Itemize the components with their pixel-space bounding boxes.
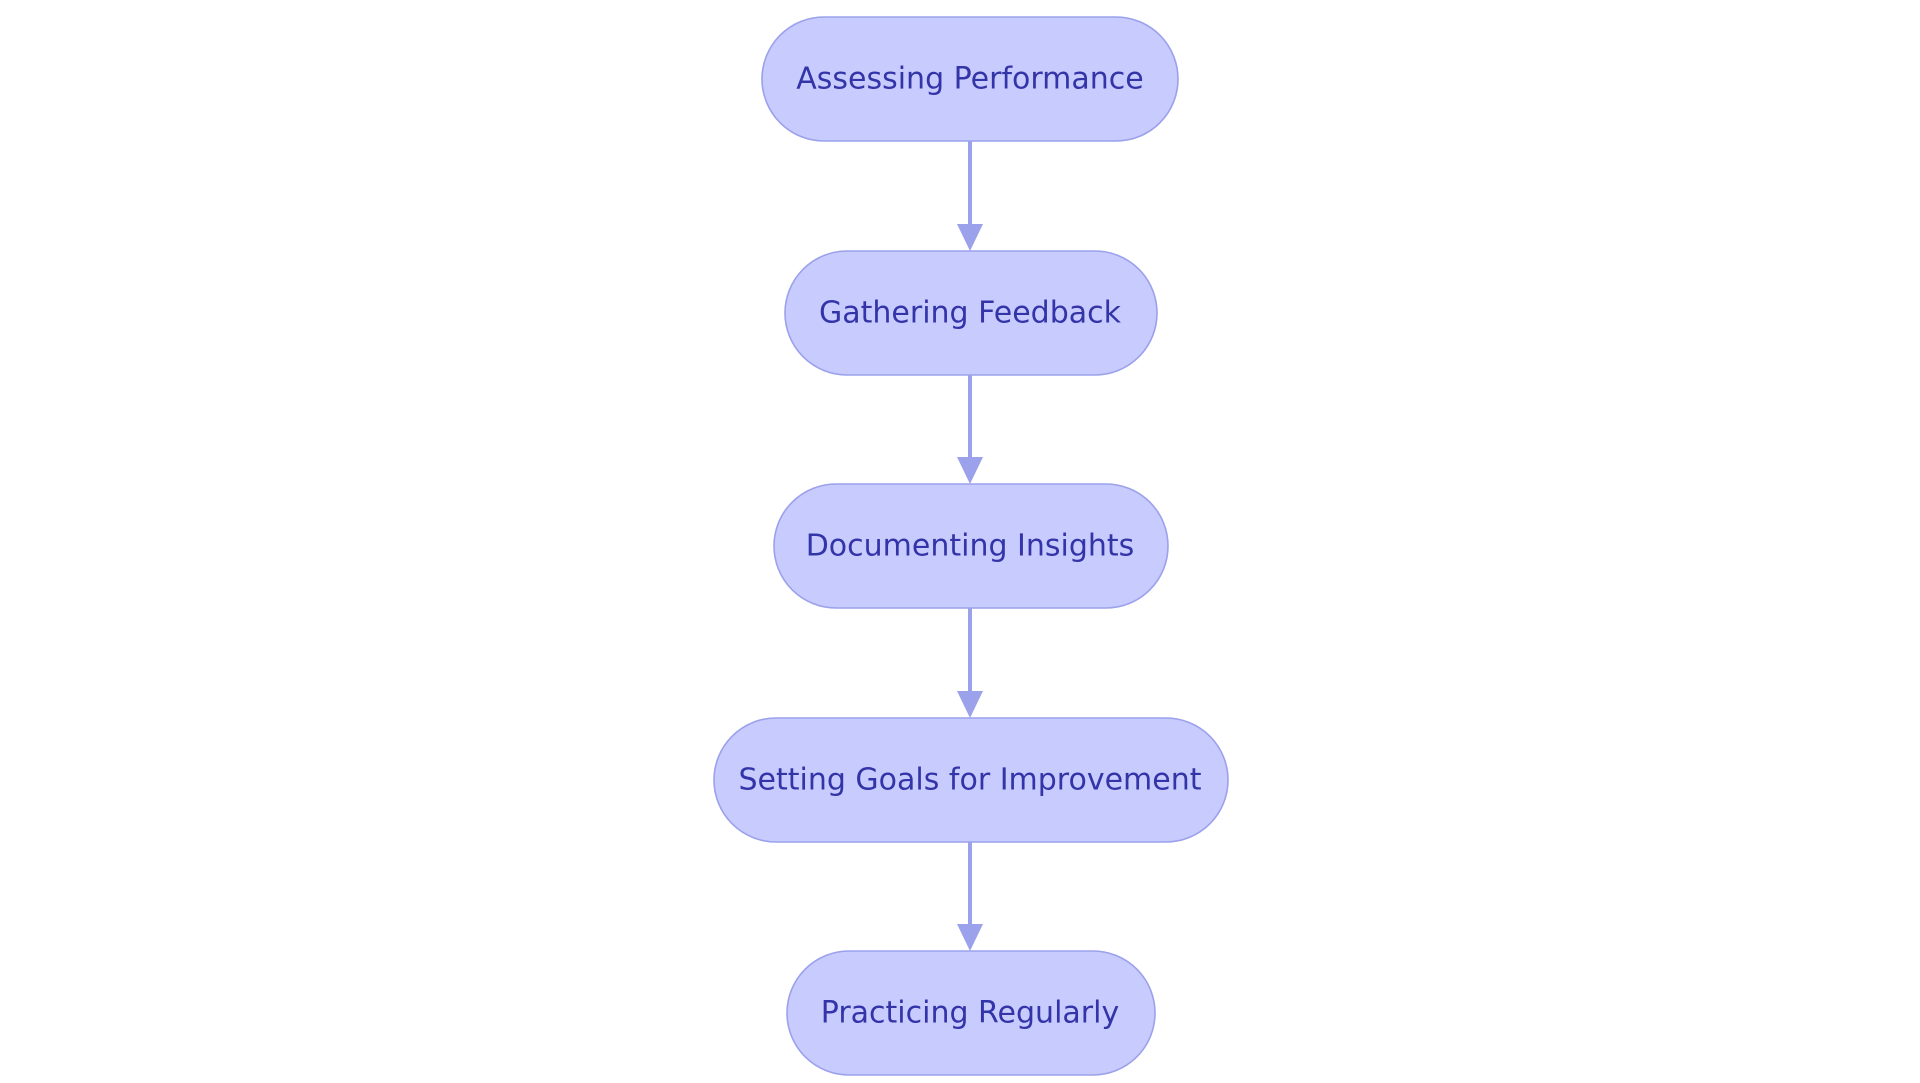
node-pill [784,250,1158,376]
node-pill [761,16,1179,142]
arrowhead-icon [957,924,983,951]
flow-arrow [957,608,983,718]
node-label: Gathering Feedback [819,296,1122,331]
flow-node: Setting Goals for Improvement [713,717,1229,843]
flow-arrow [957,375,983,484]
flow-node: Documenting Insights [773,483,1169,609]
arrowhead-icon [957,224,983,251]
node-label: Assessing Performance [796,62,1144,97]
arrowhead-icon [957,457,983,484]
edges-layer [957,141,983,951]
flow-node: Assessing Performance [761,16,1179,142]
node-label: Documenting Insights [806,529,1135,564]
flow-arrow [957,842,983,951]
node-label: Setting Goals for Improvement [738,763,1201,798]
node-label: Practicing Regularly [821,996,1119,1031]
flow-node: Gathering Feedback [784,250,1158,376]
node-pill [773,483,1169,609]
flow-arrow [957,141,983,251]
flow-node: Practicing Regularly [786,950,1156,1076]
arrowhead-icon [957,691,983,718]
node-pill [713,717,1229,843]
node-pill [786,950,1156,1076]
